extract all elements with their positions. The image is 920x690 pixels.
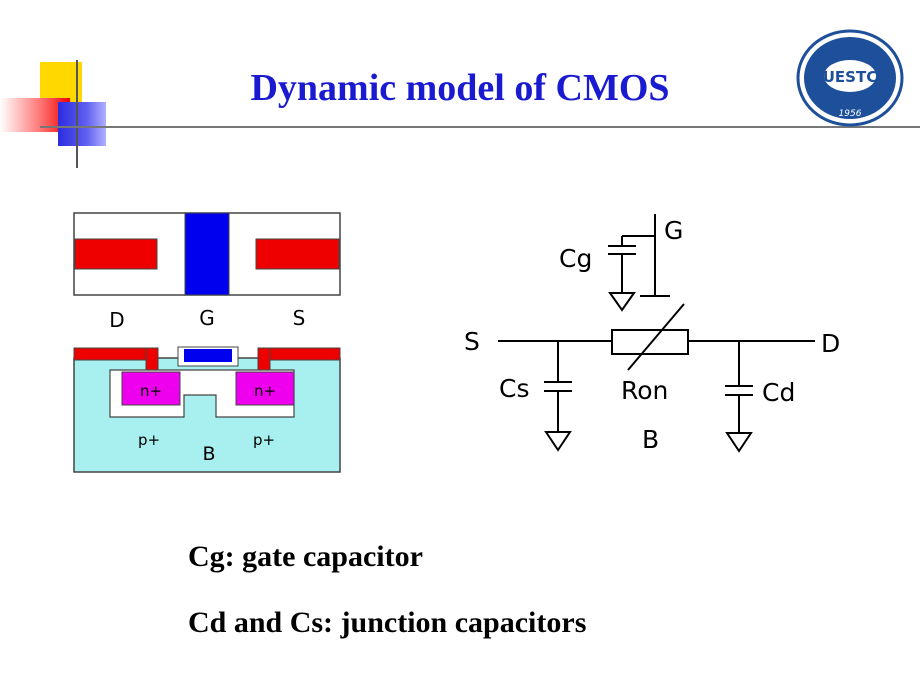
slide-title: Dynamic model of CMOS [250,67,670,109]
source-ground-icon [544,431,572,452]
circuit-label-g: G [664,216,683,245]
label-p-plus-left: p+ [138,431,160,449]
circuit-label-cs: Cs [499,374,529,403]
drain-contact [73,347,159,361]
label-bulk: B [202,443,215,465]
n-plus-left [121,371,181,406]
label-s: S [293,306,306,330]
drain-contact-via [145,347,159,371]
gate-poly [184,349,232,362]
caption-gate-capacitor: Cg: gate capacitor [188,540,423,573]
yellow-square [40,62,82,104]
horizontal-rule [40,126,920,128]
n-plus-right [235,371,295,406]
source-contact-via [257,347,271,371]
logo-text: UESTC [823,68,877,86]
circuit-diagram: G Cg S D Cs Ron Cd B [464,214,840,454]
logo-year: 1956 [839,109,862,119]
source-metal [255,238,340,270]
circuit-label-cg: Cg [559,244,592,273]
drain-metal [74,238,158,270]
vertical-rule [76,60,78,168]
circuit-label-s: S [464,327,480,356]
logo-center-oval [824,60,876,92]
label-p-plus-right: p+ [253,431,275,449]
resistor-slash [627,303,685,371]
university-logo: UESTC 1956 [796,29,904,127]
label-n-plus-left: n+ [140,382,162,400]
circuit-label-cd: Cd [762,378,795,407]
label-d: D [109,308,124,332]
drain-ground-icon [725,432,753,453]
circuit-label-b: B [642,425,659,454]
blue-square [58,102,106,146]
ron-resistor [611,329,689,355]
gate-strip [184,212,230,296]
device-cross-section: D G S n+ n+ p+ p+ B [73,212,341,473]
caption-junction-capacitors: Cd and Cs: junction capacitors [188,606,587,639]
circuit-label-d: D [821,329,840,358]
label-n-plus-right: n+ [254,382,276,400]
label-g: G [199,306,215,330]
circuit-label-ron: Ron [621,376,668,405]
gate-ground-icon [608,292,636,312]
